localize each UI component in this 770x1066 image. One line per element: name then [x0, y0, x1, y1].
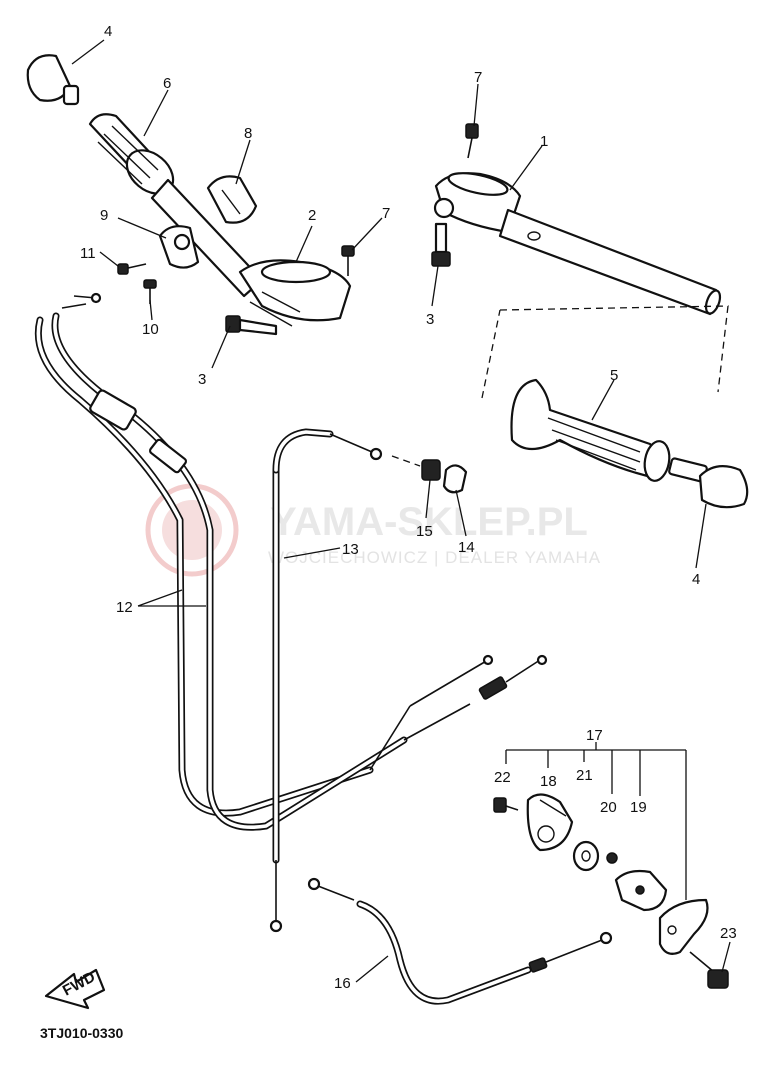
- diagram-code: 3TJ010-0330: [40, 1025, 124, 1041]
- screw-11: [117, 263, 147, 275]
- holder-8: [206, 175, 258, 224]
- adjuster-14-15: [391, 455, 468, 494]
- callout-4-right: 4: [692, 571, 700, 588]
- bar-end-weight-right: [668, 457, 749, 509]
- bolt-3-left: [225, 315, 278, 336]
- callout-16: 16: [334, 975, 351, 992]
- callout-7-left: 7: [382, 205, 390, 222]
- watermark-title: YAMA-SKLEP.PL: [270, 500, 588, 544]
- callout-20: 20: [600, 799, 617, 816]
- clamp-9: [158, 225, 200, 269]
- handlebar-right: [433, 172, 722, 316]
- cable-16: [307, 877, 613, 1005]
- bar-end-weight-left: [26, 54, 80, 106]
- callout-7-right: 7: [474, 69, 482, 86]
- callout-leaders: [71, 39, 731, 983]
- right-handlebar-assembly: [431, 123, 749, 509]
- screw-7-left: [341, 245, 355, 276]
- cable-13: [269, 428, 383, 933]
- callout-10: 10: [142, 321, 159, 338]
- callout-14: 14: [458, 539, 475, 556]
- bolt-3-right: [431, 222, 451, 267]
- callout-23: 23: [720, 925, 737, 942]
- switch-body-18: [526, 793, 574, 852]
- handlebar-left: [150, 178, 352, 327]
- fwd-arrow-icon: FWD: [44, 968, 106, 1010]
- callout-6: 6: [163, 75, 171, 92]
- bolt-23: [689, 951, 729, 989]
- callout-3-left: 3: [198, 371, 206, 388]
- callout-1: 1: [540, 133, 548, 150]
- callout-3-right: 3: [426, 311, 434, 328]
- callout-17: 17: [586, 727, 603, 744]
- throttle-cables-12: [34, 292, 548, 831]
- throttle-grip-5: [481, 305, 729, 482]
- callout-15: 15: [416, 523, 433, 540]
- left-handlebar-assembly: [26, 54, 355, 336]
- switch-housing-19: [614, 869, 668, 912]
- callout-13: 13: [342, 541, 359, 558]
- watermark-subtitle: WOJCIECHOWICZ | DEALER YAMAHA: [268, 548, 601, 567]
- bracket-17: [658, 898, 709, 955]
- callout-19: 19: [630, 799, 647, 816]
- screw-22: [493, 797, 519, 813]
- screw-7-right: [465, 123, 479, 159]
- watermark: YAMA-SKLEP.PL WOJCIECHOWICZ | DEALER YAM…: [145, 483, 601, 577]
- callout-11: 11: [80, 245, 96, 262]
- callout-22: 22: [494, 769, 511, 786]
- washer-21: [572, 840, 600, 872]
- switch-assembly-17: [493, 742, 729, 989]
- callout-2: 2: [308, 207, 316, 224]
- screw-20: [606, 852, 618, 864]
- callout-numbers: 4 6 8 9 11 10 3 2 7 7 1 3 5 4 15 14 13 1…: [80, 23, 737, 992]
- callout-9: 9: [100, 207, 108, 224]
- callout-21: 21: [576, 767, 593, 784]
- callout-18: 18: [540, 773, 557, 790]
- callout-12: 12: [116, 599, 133, 616]
- callout-8: 8: [244, 125, 252, 142]
- callout-5: 5: [610, 367, 618, 384]
- callout-4-left: 4: [104, 23, 112, 40]
